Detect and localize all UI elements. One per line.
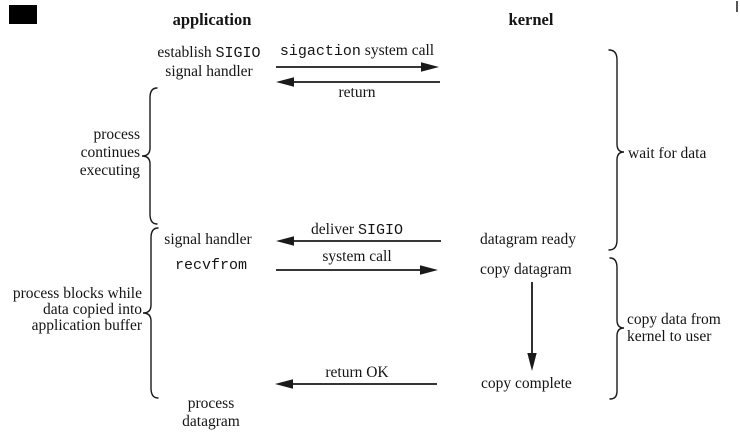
column-header-application: application xyxy=(172,10,252,29)
process-datagram-line1: process xyxy=(187,395,235,412)
copy-data-line2: kernel to user xyxy=(627,328,712,345)
arrow-return-ok xyxy=(275,379,437,389)
blocks-line1: process blocks while xyxy=(12,285,142,302)
continues-line3: executing xyxy=(79,162,140,179)
label-process-datagram: process datagram xyxy=(131,395,291,431)
arrow-system-call xyxy=(276,265,438,275)
label-datagram-ready: datagram ready xyxy=(480,231,576,248)
sigio-code: SIGIO xyxy=(215,45,261,62)
scan-edge-tick xyxy=(736,1,738,12)
continues-line2: continues xyxy=(80,144,140,161)
label-process-continues-executing: process continues executing xyxy=(40,126,140,180)
brace-process-continues xyxy=(141,87,158,225)
sigaction-code: sigaction xyxy=(279,43,361,60)
brace-copy-data xyxy=(609,257,625,400)
label-wait-for-data: wait for data xyxy=(628,145,707,162)
label-signal-handler-top: signal handler xyxy=(165,63,253,80)
continues-line1: process xyxy=(93,126,141,143)
label-recvfrom: recvfrom xyxy=(174,257,247,274)
arrow-copy-down xyxy=(527,282,537,371)
arrow-sigaction-system-call xyxy=(276,62,439,72)
label-return: return xyxy=(338,84,376,101)
label-process-blocks: process blocks while data copied into ap… xyxy=(0,286,142,334)
label-return-ok: return OK xyxy=(325,364,389,381)
label-sigaction-system-call: sigaction system call xyxy=(279,42,435,60)
label-copy-datagram: copy datagram xyxy=(480,261,572,278)
process-datagram-line2: datagram xyxy=(182,413,240,430)
scan-black-mark xyxy=(9,5,37,24)
label-establish-sigio-handler: establish SIGIO signal handler xyxy=(124,44,294,81)
label-establish-sigio: establish SIGIO xyxy=(157,44,261,62)
column-header-kernel: kernel xyxy=(508,10,554,29)
blocks-line2: data copied into xyxy=(43,301,142,318)
label-copy-data-from-kernel: copy data from kernel to user xyxy=(627,311,721,345)
label-system-call: system call xyxy=(322,248,392,265)
label-signal-handler-mid: signal handler xyxy=(164,231,252,248)
arrow-return xyxy=(276,77,440,87)
label-copy-complete: copy complete xyxy=(481,375,572,392)
brace-wait-for-data xyxy=(608,49,625,251)
label-deliver-sigio: deliver SIGIO xyxy=(311,221,403,239)
arrow-deliver-sigio xyxy=(276,236,441,246)
deliver-sigio-code: SIGIO xyxy=(357,222,403,239)
brace-process-blocks xyxy=(142,227,159,399)
blocks-line3: application buffer xyxy=(31,317,142,334)
copy-data-line1: copy data from xyxy=(627,311,721,328)
